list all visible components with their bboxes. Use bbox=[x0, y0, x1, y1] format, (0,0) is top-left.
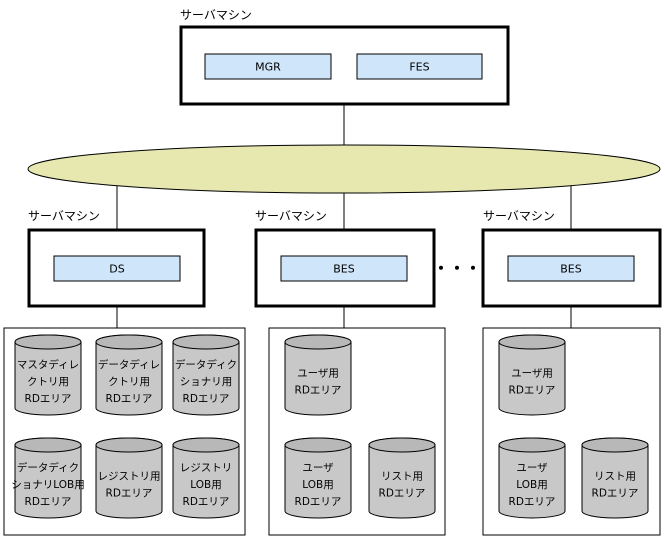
cylinder-label-line: データディレ bbox=[98, 358, 160, 371]
cylinder-label-line: ショナリ用 bbox=[180, 376, 233, 388]
server-label-bes-1: サーバマシン bbox=[255, 209, 327, 223]
cylinder-label-line: RDエリア bbox=[25, 393, 72, 405]
cylinder-label-line: ユーザ用 bbox=[297, 368, 339, 380]
cylinder-top bbox=[498, 437, 566, 453]
cylinder-top bbox=[172, 334, 240, 350]
cylinder-top bbox=[95, 437, 163, 453]
cylinder-label-line: RDエリア bbox=[25, 496, 72, 508]
rd-area-cylinders: マスタディレクトリ用RDエリアデータディレクトリ用RDエリアデータディクショナリ… bbox=[11, 334, 649, 519]
cylinder-label-line: データディク bbox=[17, 461, 79, 474]
cylinder-label-line: ショナリLOB用 bbox=[11, 479, 84, 491]
cylinder-label-line: RDエリア bbox=[379, 488, 426, 500]
cylinder-label-line: クトリ用 bbox=[27, 376, 69, 388]
cylinder-label-line: リスト用 bbox=[381, 471, 423, 483]
cylinder-label-line: LOB用 bbox=[516, 479, 547, 491]
module-bes-2-box bbox=[507, 255, 635, 282]
cylinder-top bbox=[284, 334, 352, 350]
cylinder-label-line: RDエリア bbox=[183, 496, 230, 508]
module-fes-box bbox=[356, 53, 483, 80]
cylinder-label-line: RDエリア bbox=[106, 393, 153, 405]
rd-area-cylinder: ユーザ用 RDエリア bbox=[498, 334, 566, 416]
cylinder-top bbox=[14, 334, 82, 350]
cylinder-top bbox=[368, 437, 436, 453]
module-bes-1-label: BES bbox=[333, 263, 354, 276]
server-label-ds: サーバマシン bbox=[28, 209, 100, 223]
connector-lines bbox=[116, 104, 572, 328]
rd-area-cylinder: レジストリ LOB用 RDエリア bbox=[172, 437, 240, 519]
cylinder-label-line: ユーザ用 bbox=[511, 368, 553, 380]
rd-area-cylinder: ユーザ用 RDエリア bbox=[284, 334, 352, 416]
cylinder-label-line: RDエリア bbox=[183, 393, 230, 405]
cylinder-top bbox=[581, 437, 649, 453]
rd-area-cylinder: リスト用 RDエリア bbox=[581, 437, 649, 519]
cylinder-label-line: レジストリ用 bbox=[98, 471, 161, 483]
cylinder-label-line: RDエリア bbox=[106, 488, 153, 500]
server-machine-bes-1: サーバマシン BES bbox=[254, 209, 436, 308]
rd-area-cylinder: ユーザ LOB用 RDエリア bbox=[498, 437, 566, 519]
rd-area-cylinder: レジストリ用 RDエリア bbox=[95, 437, 163, 519]
cylinder-label-line: RDエリア bbox=[509, 496, 556, 508]
cylinder-label-line: RDエリア bbox=[509, 385, 556, 397]
network-ellipse bbox=[27, 144, 661, 194]
cylinder-label-line: クトリ用 bbox=[108, 376, 150, 388]
cylinder-label-line: リスト用 bbox=[594, 471, 636, 483]
cylinder-top bbox=[498, 334, 566, 350]
module-bes-1-box bbox=[280, 255, 408, 282]
cylinder-label-line: LOB用 bbox=[302, 479, 333, 491]
cylinder-label-line: レジストリ bbox=[180, 462, 233, 474]
cylinder-top bbox=[14, 437, 82, 453]
module-ds-box bbox=[53, 255, 181, 282]
server-machine-bes-2: サーバマシン BES bbox=[481, 209, 662, 308]
module-mgr-label: MGR bbox=[255, 61, 281, 74]
cylinder-label-line: データディク bbox=[175, 358, 237, 371]
server-label-top: サーバマシン bbox=[180, 8, 252, 22]
module-fes-label: FES bbox=[409, 61, 429, 74]
cylinder-label-line: ユーザ bbox=[516, 462, 548, 474]
module-ds-label: DS bbox=[109, 263, 124, 276]
cylinder-top bbox=[95, 334, 163, 350]
cylinder-label-line: RDエリア bbox=[295, 496, 342, 508]
server-machine-ds: サーバマシン DS bbox=[27, 209, 206, 308]
server-machine-top: サーバマシン MGR FES bbox=[179, 8, 510, 106]
rd-area-cylinder: ユーザ LOB用 RDエリア bbox=[284, 437, 352, 519]
more-servers-ellipsis: ・・・ bbox=[433, 259, 481, 278]
module-bes-2-label: BES bbox=[560, 263, 581, 276]
cylinder-label-line: RDエリア bbox=[295, 385, 342, 397]
cylinder-label-line: ユーザ bbox=[302, 462, 334, 474]
cylinder-top bbox=[284, 437, 352, 453]
cylinder-label-line: RDエリア bbox=[592, 488, 639, 500]
cylinder-label-line: マスタディレ bbox=[17, 358, 79, 371]
cylinder-label-line: LOB用 bbox=[190, 479, 221, 491]
cylinder-top bbox=[172, 437, 240, 453]
rd-area-cylinder: リスト用 RDエリア bbox=[368, 437, 436, 519]
module-mgr-box bbox=[204, 53, 332, 80]
server-label-bes-2: サーバマシン bbox=[483, 209, 555, 223]
